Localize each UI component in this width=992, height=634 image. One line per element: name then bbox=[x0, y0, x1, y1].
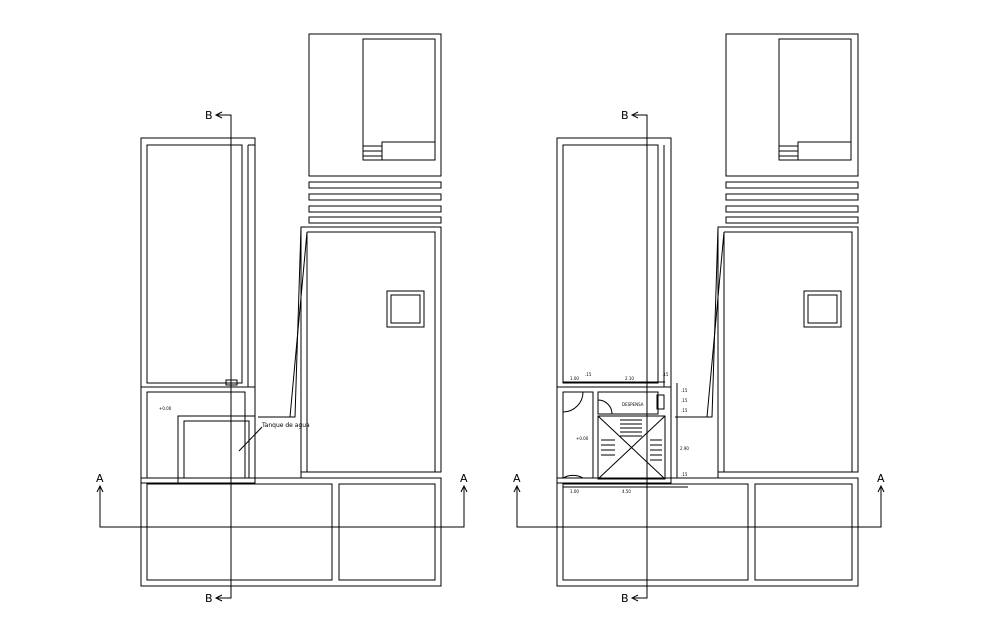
bottom-wall bbox=[717, 471, 755, 478]
dim-text: 1.00 bbox=[570, 489, 579, 494]
right-room-outer bbox=[717, 226, 859, 473]
dim-text: .15 bbox=[681, 408, 688, 413]
tank-note: Tanque de agua bbox=[261, 422, 310, 429]
door-swing bbox=[562, 458, 584, 479]
section-label-b: B bbox=[621, 109, 629, 122]
stair-band bbox=[725, 181, 859, 189]
pantry-door bbox=[656, 394, 665, 410]
dim-text: .15 bbox=[585, 372, 592, 377]
section-label-a: A bbox=[460, 472, 468, 485]
stair-cross bbox=[597, 415, 666, 480]
section-arrow-a bbox=[96, 484, 104, 493]
bottom-room-left bbox=[562, 483, 749, 581]
section-label-b: B bbox=[205, 592, 213, 605]
bottom-wall bbox=[300, 471, 339, 478]
water-tank-outer bbox=[177, 415, 256, 485]
connector-wall bbox=[675, 226, 719, 418]
annex-step bbox=[381, 141, 436, 161]
section-arrow-b bbox=[214, 594, 223, 602]
section-arrow-b bbox=[214, 111, 223, 119]
stair-band bbox=[725, 216, 859, 224]
right-room-inner bbox=[723, 231, 853, 472]
section-label-a: A bbox=[513, 472, 521, 485]
stair-well bbox=[597, 415, 666, 480]
section-arrow-a bbox=[877, 484, 885, 493]
stair-band bbox=[308, 181, 442, 189]
level-mark: +0.00 bbox=[576, 436, 589, 441]
bottom-room-left bbox=[146, 483, 333, 581]
door-swing bbox=[597, 399, 613, 415]
dim-text: .15 bbox=[662, 372, 669, 377]
plan-right: DESPENSA +0.00 1.00 2.10 .15 .15 4.50 1.… bbox=[513, 33, 885, 605]
stair-band bbox=[308, 205, 442, 213]
section-label-b: B bbox=[205, 109, 213, 122]
annex-outer bbox=[308, 33, 442, 177]
left-room-outer bbox=[556, 137, 672, 388]
annex-step bbox=[797, 141, 852, 161]
room-label-pantry: DESPENSA bbox=[622, 402, 644, 407]
dim-text: .15 bbox=[681, 472, 688, 477]
annex-outer bbox=[725, 33, 859, 177]
section-line-a bbox=[99, 486, 465, 528]
skylight-outer bbox=[803, 290, 842, 328]
door-swing bbox=[562, 391, 584, 413]
stair-band bbox=[725, 193, 859, 201]
dim-text: .15 bbox=[681, 388, 688, 393]
section-line-b bbox=[216, 114, 232, 599]
section-line-a bbox=[516, 486, 882, 528]
connector-wall bbox=[289, 231, 308, 418]
right-room-inner bbox=[306, 231, 436, 472]
skylight-inner bbox=[390, 294, 421, 324]
dim-text: 2.90 bbox=[680, 446, 689, 451]
lower-left-outer bbox=[556, 386, 672, 484]
pantry bbox=[597, 391, 659, 415]
left-room-outer bbox=[140, 137, 256, 388]
bottom-room-right bbox=[754, 483, 853, 581]
bottom-outer bbox=[140, 477, 442, 587]
water-tank-inner bbox=[183, 420, 250, 479]
stair-band bbox=[308, 216, 442, 224]
dim-text: 2.10 bbox=[625, 376, 634, 381]
left-room-inner bbox=[146, 144, 243, 384]
bottom-room-right bbox=[338, 483, 436, 581]
section-arrow-a bbox=[513, 484, 521, 493]
section-arrow-a bbox=[460, 484, 468, 493]
section-label-a: A bbox=[96, 472, 104, 485]
stair-band bbox=[725, 205, 859, 213]
skylight-outer bbox=[386, 290, 425, 328]
connector-wall bbox=[258, 226, 302, 418]
left-room-inner bbox=[562, 144, 659, 384]
section-arrow-b bbox=[630, 594, 639, 602]
level-mark: +0.00 bbox=[159, 406, 172, 411]
dim-text: 4.50 bbox=[622, 489, 631, 494]
bottom-outer bbox=[556, 477, 859, 587]
section-line-b bbox=[632, 114, 648, 599]
skylight-inner bbox=[807, 294, 838, 324]
stair-band bbox=[308, 193, 442, 201]
connector-wall bbox=[706, 231, 725, 418]
section-label-a: A bbox=[877, 472, 885, 485]
right-room-outer bbox=[300, 226, 442, 473]
section-arrow-b bbox=[630, 111, 639, 119]
tank-leader bbox=[238, 426, 263, 452]
stair-treads bbox=[601, 419, 662, 461]
lower-left-outer bbox=[140, 386, 256, 484]
section-label-b: B bbox=[621, 592, 629, 605]
dim-text: .15 bbox=[681, 398, 688, 403]
dim-text: 1.00 bbox=[570, 376, 579, 381]
plan-left: Tanque de agua +0.00 A A B B bbox=[96, 33, 468, 605]
lower-left-inner bbox=[146, 391, 246, 479]
